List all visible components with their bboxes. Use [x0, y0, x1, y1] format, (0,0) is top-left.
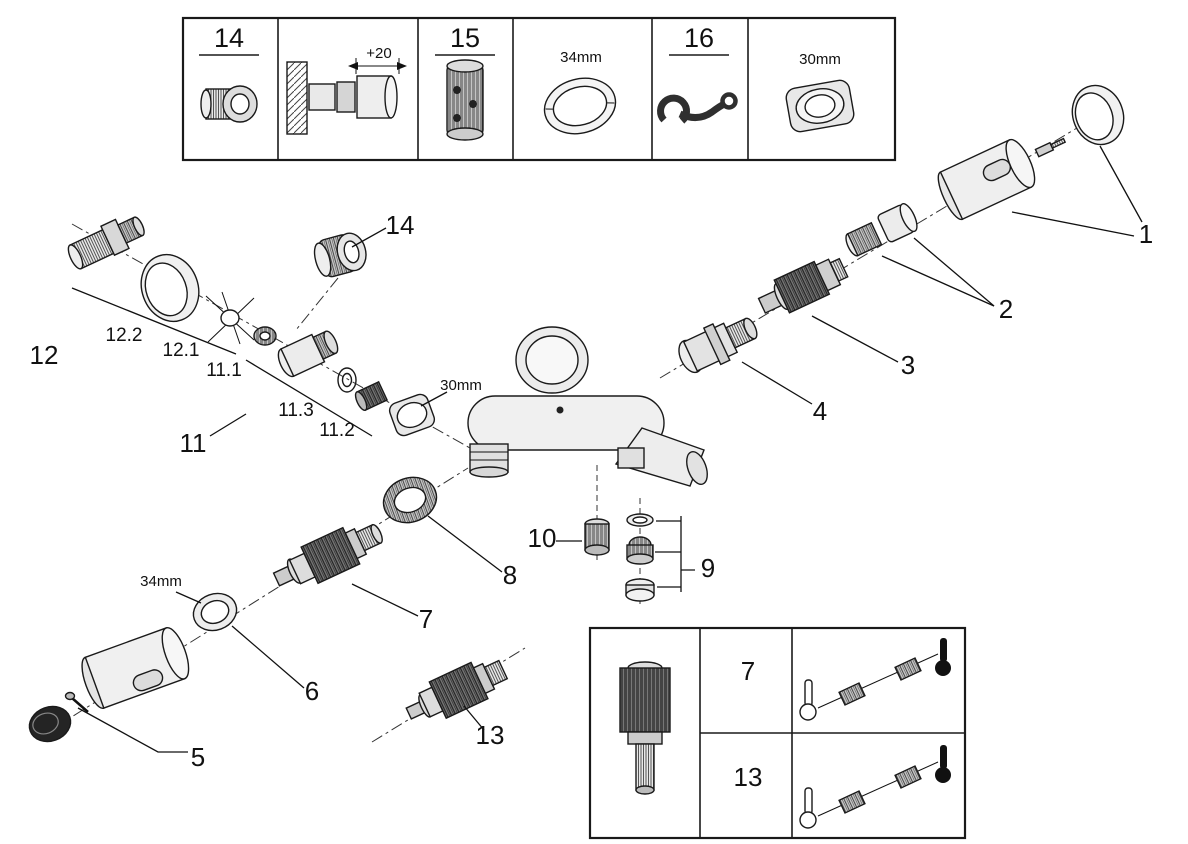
callout-14: 14	[386, 210, 415, 240]
part-s-union-12	[67, 216, 145, 270]
bottom-panel: 7 13	[588, 626, 967, 840]
callout-11-2: 11.2	[319, 420, 355, 441]
leader-13	[463, 705, 485, 731]
part-aerator-set-9	[625, 513, 655, 602]
callout-13: 13	[476, 720, 505, 750]
axis-part-14-link	[295, 277, 339, 331]
part-cartridge-thumbnail	[619, 661, 671, 795]
part-faucet-body	[467, 326, 708, 487]
part-stop-sleeves-2	[845, 203, 918, 257]
part-check-valve-10	[584, 518, 610, 556]
callout-12-1: 12.1	[163, 340, 200, 361]
callout-7: 7	[419, 604, 433, 634]
part-nipple-11	[277, 330, 339, 378]
adjuster-knob-icon	[838, 682, 866, 706]
top-panel: 14 15 16 +20	[181, 16, 897, 162]
part-washer-11-1	[253, 326, 277, 346]
part-screw-5	[64, 691, 89, 713]
adjuster-knob-icon	[894, 657, 922, 681]
dim-34mm-top-label: 34mm	[560, 49, 602, 66]
part-cartridge-7	[272, 523, 383, 587]
part-cartridge-13	[405, 659, 509, 720]
part-escutcheon-12-2	[140, 253, 200, 323]
leader-14	[351, 227, 387, 248]
callout-11-3: 11.3	[278, 400, 314, 421]
axis-upper-left	[71, 223, 471, 449]
leader-11-bracket	[245, 359, 373, 437]
thermometer-cold-icon	[804, 787, 813, 815]
dim-30mm-top-label: 30mm	[799, 51, 841, 68]
leader-11	[209, 413, 247, 437]
leader-1a	[1099, 145, 1143, 223]
bottom-row-label-7: 7	[741, 656, 755, 686]
part-handle-1	[937, 138, 1036, 221]
callout-3: 3	[901, 350, 915, 380]
callout-12: 12	[30, 340, 59, 370]
thermometer-hot-icon	[940, 745, 947, 769]
callout-labels: 1 2 3 4 14 12 12.2 12.1 11.1 11 11.3 11.…	[30, 210, 1154, 772]
bottom-row-label-13: 13	[734, 762, 763, 792]
leader-2a	[881, 255, 995, 307]
top-panel-label-15: 15	[450, 23, 480, 53]
part-handle-cap-1	[1071, 84, 1125, 146]
leader-34mm	[175, 591, 202, 604]
part-cap-nut-30mm-icon	[785, 79, 855, 133]
part-thermostat-cartridge-3	[757, 257, 849, 314]
adjuster-knob-icon	[894, 765, 922, 789]
thermometer-hot-icon	[940, 638, 947, 662]
callout-8: 8	[503, 560, 517, 590]
leader-12-bracket	[71, 287, 237, 355]
part-adapter-nut-icon	[200, 85, 258, 123]
part-trim-ring-34mm-icon	[543, 77, 617, 135]
callout-9: 9	[701, 553, 715, 583]
leader-2b	[913, 237, 995, 307]
part-cross-12-1	[205, 291, 255, 345]
temp-adjust-diagram-13	[799, 745, 951, 829]
part-stop-ring-8	[382, 476, 438, 524]
leader-8	[427, 515, 503, 573]
leader-5	[77, 707, 188, 753]
leader-6	[231, 625, 305, 689]
leader-4	[741, 361, 813, 405]
part-o-ring-11-3	[337, 367, 357, 393]
callout-10: 10	[528, 523, 557, 553]
wall-extension-set: +20	[286, 45, 407, 135]
dim-plus20-label: +20	[366, 45, 391, 62]
thermometer-cold-icon	[804, 679, 813, 707]
top-panel-label-16: 16	[684, 23, 714, 53]
leader-30mm	[420, 391, 448, 407]
part-nut-30mm-main	[388, 393, 436, 437]
part-extension-sleeve-icon	[446, 59, 484, 141]
part-handle-screw-1	[1034, 137, 1067, 158]
leader-lines	[71, 145, 1143, 753]
part-ring-6	[192, 592, 238, 632]
part-bushing-11-2	[354, 380, 389, 412]
wrench-icon	[657, 92, 738, 124]
part-union-connector-4	[678, 317, 758, 374]
part-cap-5	[28, 705, 72, 743]
body-button	[556, 406, 564, 414]
part-shell-5	[81, 626, 190, 709]
top-panel-label-14: 14	[214, 23, 244, 53]
callout-2: 2	[999, 294, 1013, 324]
leader-9-bracket	[655, 516, 695, 592]
leader-3	[811, 315, 899, 363]
part-extension-nut-14	[313, 232, 367, 278]
callout-11: 11	[180, 428, 207, 458]
callout-1: 1	[1139, 219, 1153, 249]
dim-30mm-main-label: 30mm	[440, 377, 482, 394]
callout-12-2: 12.2	[106, 325, 143, 346]
temp-adjust-diagram-7	[799, 638, 951, 721]
adjuster-knob-icon	[838, 790, 866, 814]
callout-6: 6	[305, 676, 319, 706]
callout-4: 4	[813, 396, 827, 426]
top-panel-frame	[181, 16, 897, 162]
wall-cross-section	[286, 61, 308, 135]
leader-1b	[1011, 211, 1135, 237]
callout-5: 5	[191, 742, 205, 772]
callout-11-1: 11.1	[206, 360, 242, 381]
dim-34mm-main-label: 34mm	[140, 573, 182, 590]
leader-7	[351, 583, 419, 617]
